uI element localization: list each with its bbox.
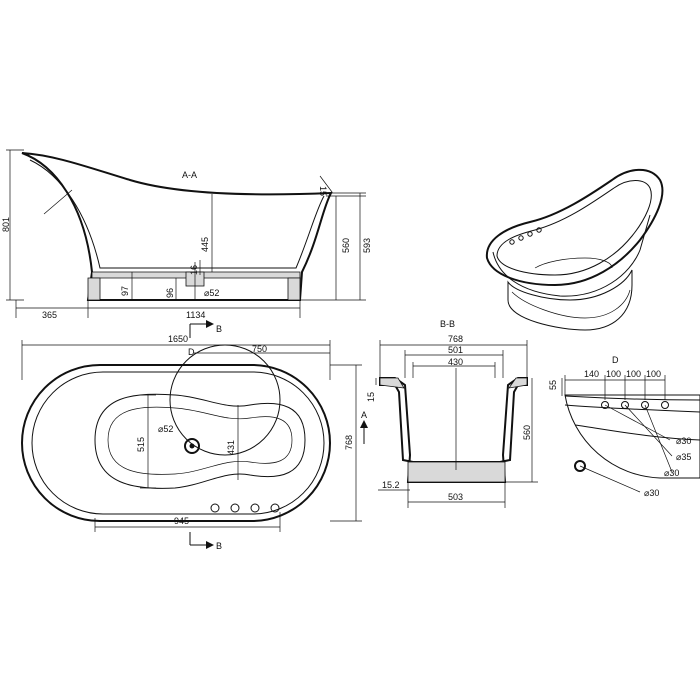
section-bb-rim-right: [508, 377, 528, 389]
side-section-foot-right: [287, 277, 301, 301]
dim-left-offset: 365: [42, 310, 57, 320]
iso-rim: [485, 168, 664, 287]
dim-rim-thickness-right: 15: [318, 186, 328, 196]
dim-detail-hole-3: ⌀30: [664, 468, 679, 478]
dim-inner-width: 515: [136, 437, 146, 452]
iso-bowl-body: [492, 214, 651, 297]
dim-detail-spacing-3: 100: [626, 369, 641, 379]
side-section-inner-shell: [29, 159, 325, 269]
dim-base-height: 97: [120, 286, 130, 296]
faucet-hole-2: [230, 503, 240, 513]
detail-d-circle-arc: [564, 394, 700, 479]
dim-detail-hole-1: ⌀30: [676, 436, 691, 446]
faucet-hole-4: [270, 503, 280, 513]
top-view-basin: [94, 393, 306, 489]
cut-marker-b-top: B: [216, 324, 222, 334]
section-aa-label: A-A: [182, 170, 197, 180]
section-bb-label: B-B: [440, 319, 455, 329]
iso-hole-3: [527, 231, 533, 237]
dim-detail-spacing-4: 100: [646, 369, 661, 379]
faucet-hole-1: [210, 503, 220, 513]
cut-marker-a: A: [361, 410, 367, 420]
iso-hole-4: [536, 227, 542, 233]
detail-d: D 55 140 100 100 100 ⌀30 ⌀35 ⌀30 ⌀30: [548, 355, 700, 498]
detail-d-label: D: [612, 355, 619, 365]
dim-length-total: 1650: [168, 334, 188, 344]
dim-detail-rim-height: 55: [548, 380, 558, 390]
detail-d-callout-circle: [169, 344, 281, 456]
top-view-inner-rim: [31, 371, 325, 515]
dim-detail-spacing-2: 100: [606, 369, 621, 379]
dim-length-partial: 750: [252, 344, 267, 354]
detail-hole-2: [621, 401, 629, 409]
dim-detail-spacing-1: 140: [584, 369, 599, 379]
dim-base-length: 1134: [186, 310, 205, 320]
top-view-drain: [184, 438, 200, 454]
top-view: B 1650 750 D ⌀52 515 431 768: [21, 320, 368, 551]
dim-bb-base-width: 503: [448, 492, 463, 502]
dim-bb-height: 560: [522, 425, 532, 440]
dim-depth-center: 445: [200, 237, 210, 252]
section-bb-base: [407, 461, 506, 483]
detail-hole-4: [661, 401, 669, 409]
iso-basin-floor: [534, 257, 613, 269]
cut-marker-b-bottom: B: [216, 541, 222, 551]
section-bb-rim-left: [379, 377, 405, 389]
detail-hole-3: [641, 401, 649, 409]
detail-hole-1: [601, 401, 609, 409]
detail-drain: [574, 460, 586, 472]
dim-height-right-outer: 593: [362, 238, 372, 253]
dim-drain-diameter-top: ⌀52: [158, 424, 173, 434]
dim-bb-base-offset: 15.2: [382, 480, 400, 490]
dim-drain-diameter-side: ⌀52: [204, 288, 219, 298]
dim-width-total: 768: [344, 435, 354, 450]
dim-drain-height: 96: [165, 288, 175, 298]
section-bb: B-B 768 501 430 15 560 15.2 5: [366, 319, 538, 508]
iso-hole-1: [509, 239, 515, 245]
dim-detail-hole-2: ⌀35: [676, 452, 691, 462]
side-section-foot-left: [87, 277, 101, 301]
top-view-outer-rim: [21, 364, 331, 522]
iso-hole-2: [518, 235, 524, 241]
faucet-hole-3: [250, 503, 260, 513]
dim-bb-rim-thickness: 15: [366, 392, 376, 402]
iso-pedestal: [507, 269, 633, 331]
detail-d-callout-label: D: [188, 347, 195, 357]
dim-bb-inner-width: 430: [448, 357, 463, 367]
dim-height-total: 801: [1, 217, 11, 232]
dim-bb-rim-width: 501: [448, 345, 463, 355]
dim-bb-outer-width: 768: [448, 334, 463, 344]
dim-hole-span: 945: [174, 516, 189, 526]
dim-seat-width: 431: [226, 440, 236, 455]
iso-rim-inner: [496, 180, 652, 276]
isometric-view: [485, 168, 664, 331]
dim-height-right-inner: 560: [341, 238, 351, 253]
dim-drain-offset: 16: [189, 265, 199, 275]
side-section-aa: A-A 801 15 15 445 560 593 97 16 96 ⌀: [1, 149, 372, 320]
dim-detail-hole-4: ⌀30: [644, 488, 659, 498]
top-view-basin-inner: [107, 406, 293, 475]
